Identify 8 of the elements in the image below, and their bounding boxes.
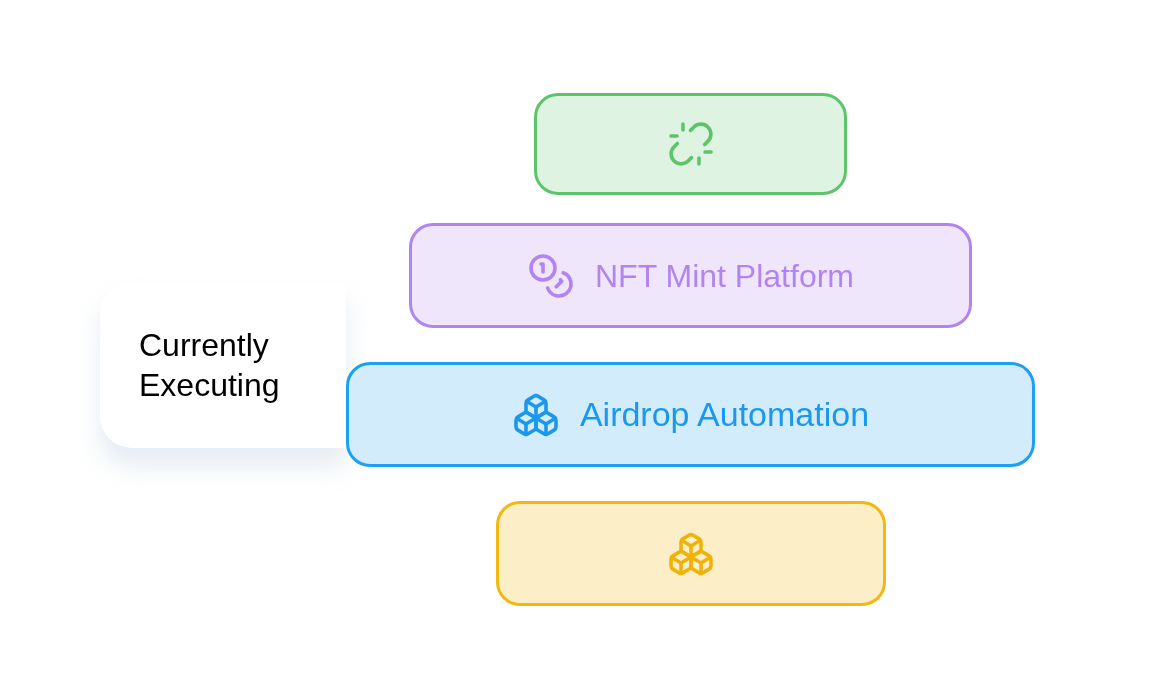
task-card	[346, 362, 1035, 467]
task-card	[409, 223, 972, 328]
task-card	[496, 501, 886, 606]
status-card	[100, 282, 346, 448]
status-text: Currently Executing	[139, 326, 281, 405]
task-title: NFT Mint Platform	[595, 256, 854, 296]
task-title: Airdrop Automation	[579, 394, 870, 435]
task-card	[534, 93, 847, 195]
